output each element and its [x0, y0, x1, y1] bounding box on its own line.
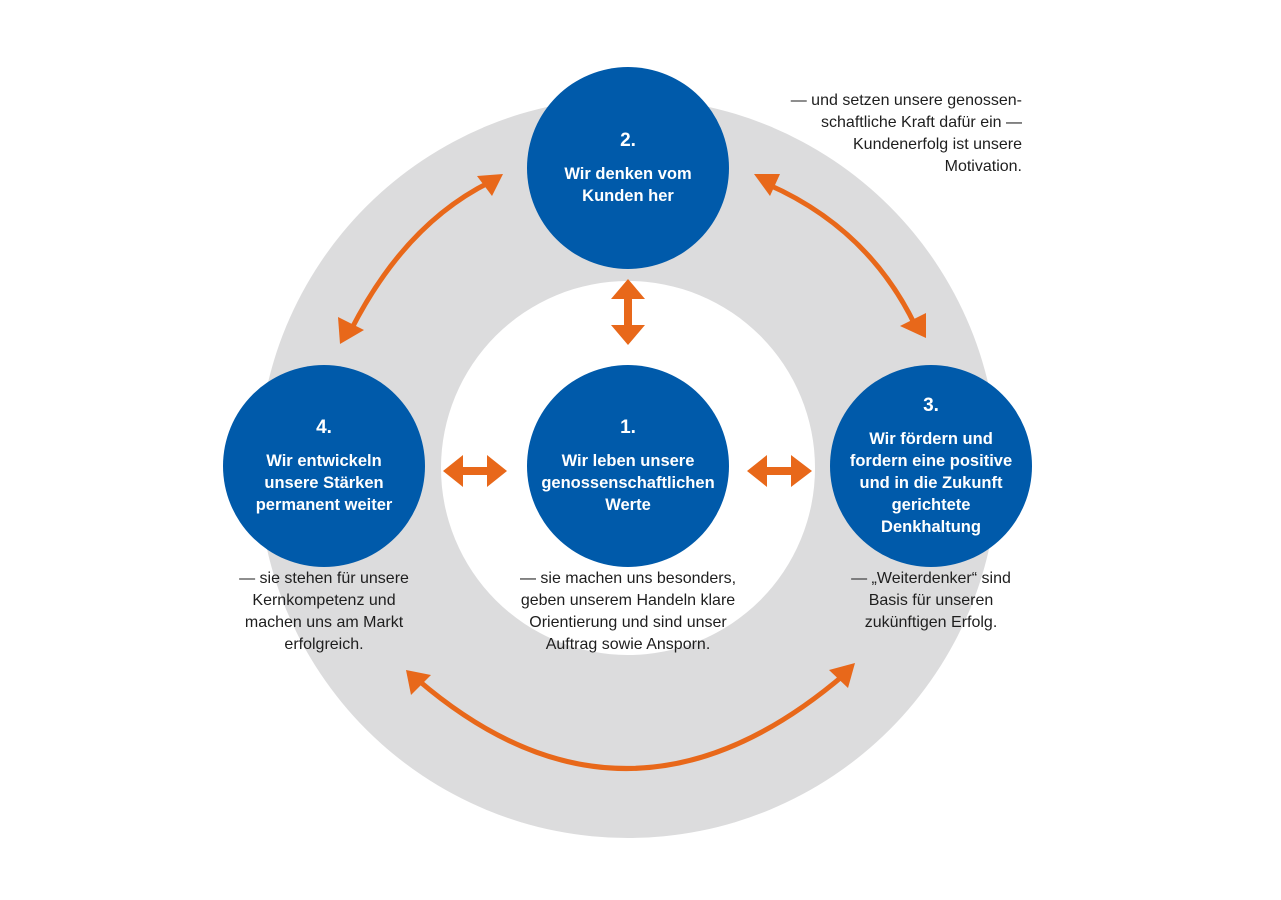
node-circle-2 [527, 67, 729, 269]
node-circle-3 [830, 365, 1032, 567]
arrowhead-4-3-right [829, 663, 855, 688]
node-1-number: 1. [620, 416, 636, 438]
arrowhead-2-3-bottom [900, 313, 926, 338]
caption-3: — „Weiterdenker“ sind Basis für unseren … [851, 570, 1011, 631]
node-2-title: Wir denken vom Kunden her [564, 164, 692, 205]
node-2: 2. Wir denken vom Kunden her [527, 67, 729, 269]
arrow-2-1 [611, 279, 645, 345]
arrow-curve-4-3 [415, 671, 848, 771]
arrowhead-4-3-left [406, 670, 431, 695]
node-2-number: 2. [620, 129, 636, 151]
node-1-title: Wir leben unsere genossenschaftlichen We… [541, 451, 715, 514]
arrow-4-1 [443, 455, 507, 487]
caption-2: — und setzen unsere genossen- schaftlich… [790, 92, 1022, 175]
node-4-title: Wir entwickeln unsere Stärken permanent … [255, 451, 393, 514]
arrow-curve-4-2 [348, 179, 493, 333]
caption-4: — sie stehen für unsere Kernkompetenz un… [239, 570, 409, 653]
node-1: 1. Wir leben unsere genossenschaftlichen… [527, 365, 729, 567]
node-4-number: 4. [316, 416, 332, 438]
node-circle-1 [527, 365, 729, 567]
arrowhead-4-2-top [477, 174, 503, 196]
node-3-title: Wir fördern und fordern eine positive un… [849, 429, 1013, 536]
arrow-curve-2-3 [764, 181, 918, 328]
node-3-number: 3. [923, 394, 939, 416]
caption-1: — sie machen uns besonders, geben unsere… [519, 570, 737, 653]
arrow-1-3 [747, 455, 812, 487]
node-3: 3. Wir fördern und fordern eine positive… [830, 365, 1032, 567]
arrowhead-2-3-top [754, 174, 780, 196]
node-4: 4. Wir entwickeln unsere Stärken permane… [223, 365, 425, 567]
node-circle-4 [223, 365, 425, 567]
arrowhead-4-2-left [338, 317, 364, 344]
